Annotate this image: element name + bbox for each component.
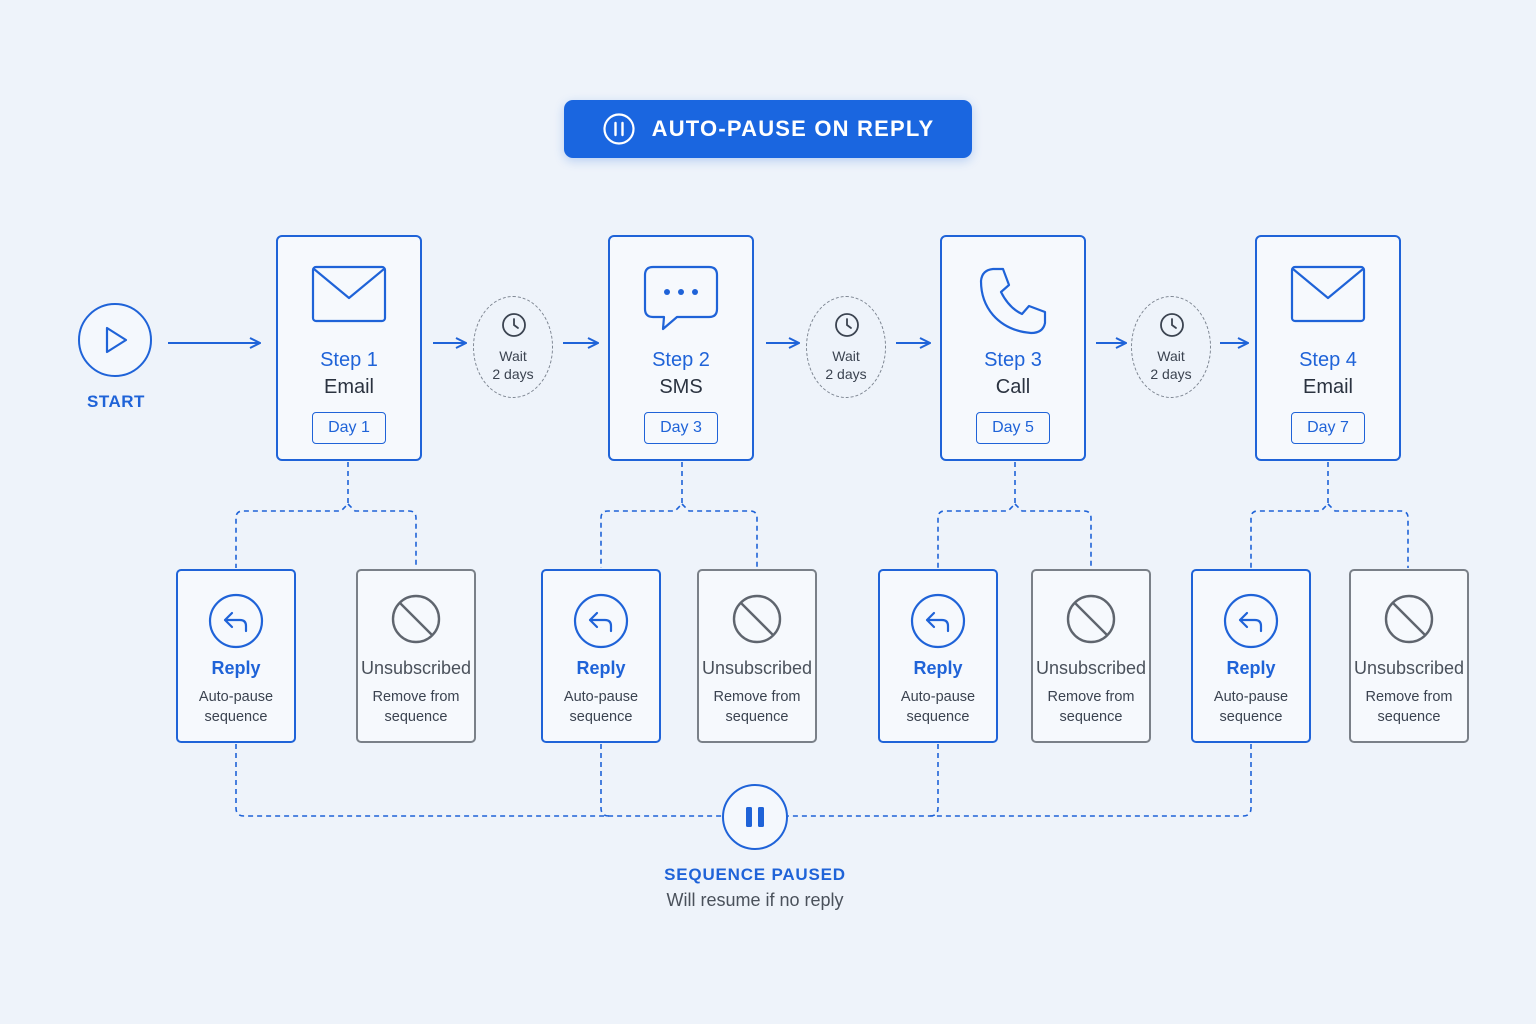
wait-label: Wait xyxy=(832,348,860,364)
envelope-icon xyxy=(311,265,387,323)
step-title: Step 4 xyxy=(1299,349,1357,371)
step-card-1[interactable]: Step 1 Email Day 1 xyxy=(276,235,422,461)
unsubscribed-card-4[interactable]: Unsubscribed Remove from sequence xyxy=(1349,569,1469,743)
day-badge: Day 3 xyxy=(644,412,718,444)
day-badge: Day 5 xyxy=(976,412,1050,444)
no-entry-icon xyxy=(732,594,782,644)
clock-icon xyxy=(835,313,859,337)
wait-label: Wait xyxy=(1157,348,1185,364)
pause-circle-icon xyxy=(603,113,635,145)
reply-desc-line2: sequence xyxy=(906,709,970,725)
unsubscribed-desc-line2: sequence xyxy=(1059,709,1123,725)
clock-icon xyxy=(502,313,526,337)
unsubscribed-title: Unsubscribed xyxy=(701,658,813,678)
no-entry-icon xyxy=(391,594,441,644)
step-channel: SMS xyxy=(659,376,703,398)
step-channel: Email xyxy=(323,376,374,398)
step-card-3[interactable]: Step 3 Call Day 5 xyxy=(940,235,1086,461)
play-icon xyxy=(105,326,128,354)
wait-node-2: Wait 2 days xyxy=(806,296,886,398)
chat-bubble-icon xyxy=(643,265,719,331)
sequence-paused-subtitle: Will resume if no reply xyxy=(666,890,844,910)
reply-card-2[interactable]: Reply Auto-pause sequence xyxy=(541,569,661,743)
pause-icon xyxy=(746,807,764,827)
unsubscribed-desc-line2: sequence xyxy=(725,709,789,725)
reply-desc-line1: Auto-pause xyxy=(563,689,639,705)
reply-title: Reply xyxy=(913,658,963,678)
sequence-paused-node[interactable] xyxy=(722,784,788,850)
reply-desc-line2: sequence xyxy=(1219,709,1283,725)
banner-label: AUTO-PAUSE ON REPLY xyxy=(651,116,935,141)
unsubscribed-title: Unsubscribed xyxy=(1035,658,1147,678)
reply-card-1[interactable]: Reply Auto-pause sequence xyxy=(176,569,296,743)
reply-desc-line1: Auto-pause xyxy=(900,689,976,705)
wait-label: Wait xyxy=(499,348,527,364)
step-channel: Call xyxy=(995,376,1031,398)
reply-title: Reply xyxy=(211,658,261,678)
reply-card-3[interactable]: Reply Auto-pause sequence xyxy=(878,569,998,743)
unsubscribed-card-1[interactable]: Unsubscribed Remove from sequence xyxy=(356,569,476,743)
wait-duration: 2 days xyxy=(825,366,867,382)
auto-pause-banner: AUTO-PAUSE ON REPLY xyxy=(564,100,972,158)
no-entry-icon xyxy=(1066,594,1116,644)
reply-desc-line1: Auto-pause xyxy=(1213,689,1289,705)
unsubscribed-desc-line1: Remove from xyxy=(1365,689,1453,705)
reply-arrow-icon xyxy=(910,593,966,649)
step-card-4[interactable]: Step 4 Email Day 7 xyxy=(1255,235,1401,461)
unsubscribed-desc-line1: Remove from xyxy=(713,689,801,705)
unsubscribed-desc-line2: sequence xyxy=(1377,709,1441,725)
unsubscribed-title: Unsubscribed xyxy=(360,658,472,678)
reply-arrow-icon xyxy=(573,593,629,649)
step-title: Step 1 xyxy=(320,349,378,371)
reply-desc-line2: sequence xyxy=(569,709,633,725)
wait-duration: 2 days xyxy=(492,366,534,382)
day-badge: Day 7 xyxy=(1291,412,1365,444)
clock-icon xyxy=(1160,313,1184,337)
step-card-2[interactable]: Step 2 SMS Day 3 xyxy=(608,235,754,461)
reply-title: Reply xyxy=(576,658,626,678)
step-title: Step 3 xyxy=(984,349,1042,371)
reply-desc-line1: Auto-pause xyxy=(198,689,274,705)
wait-node-3: Wait 2 days xyxy=(1131,296,1211,398)
start-node[interactable] xyxy=(78,303,152,377)
reply-desc-line2: sequence xyxy=(204,709,268,725)
unsubscribed-card-3[interactable]: Unsubscribed Remove from sequence xyxy=(1031,569,1151,743)
reply-arrow-icon xyxy=(1223,593,1279,649)
reply-card-4[interactable]: Reply Auto-pause sequence xyxy=(1191,569,1311,743)
reply-title: Reply xyxy=(1226,658,1276,678)
unsubscribed-desc-line2: sequence xyxy=(384,709,448,725)
step-title: Step 2 xyxy=(652,349,710,371)
no-entry-icon xyxy=(1384,594,1434,644)
wait-node-1: Wait 2 days xyxy=(473,296,553,398)
unsubscribed-title: Unsubscribed xyxy=(1353,658,1465,678)
unsubscribed-desc-line1: Remove from xyxy=(1047,689,1135,705)
step-channel: Email xyxy=(1302,376,1353,398)
phone-icon xyxy=(979,267,1047,335)
reply-arrow-icon xyxy=(208,593,264,649)
envelope-icon xyxy=(1290,265,1366,323)
start-label: START xyxy=(87,392,145,411)
wait-duration: 2 days xyxy=(1150,366,1192,382)
day-badge: Day 1 xyxy=(312,412,386,444)
sequence-paused-title: SEQUENCE PAUSED xyxy=(664,865,846,884)
unsubscribed-desc-line1: Remove from xyxy=(372,689,460,705)
unsubscribed-card-2[interactable]: Unsubscribed Remove from sequence xyxy=(697,569,817,743)
